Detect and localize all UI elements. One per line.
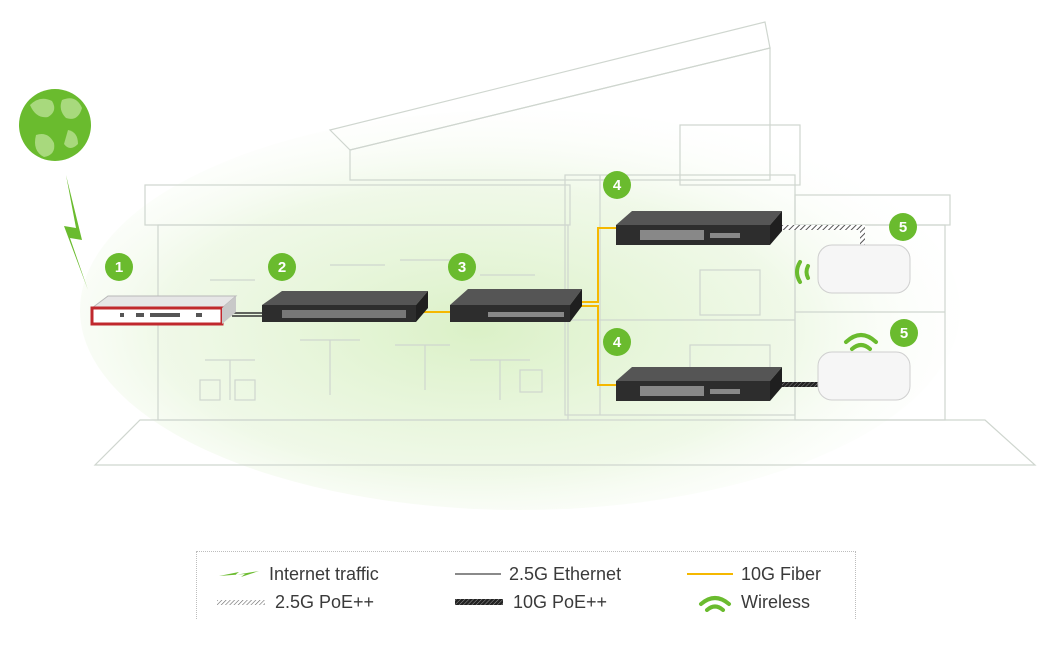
svg-text:3: 3 — [458, 259, 466, 276]
fiber-line-legend-icon — [687, 573, 733, 575]
ethernet-line-legend-icon — [455, 573, 501, 575]
svg-text:4: 4 — [613, 334, 622, 351]
svg-text:2: 2 — [278, 259, 286, 276]
access-point-top-device — [817, 244, 911, 294]
wireless-signal-bottom-icon — [844, 333, 878, 351]
legend: Internet traffic 2.5G Ethernet 10G Fiber… — [196, 551, 856, 619]
legend-wireless: Wireless — [697, 590, 810, 614]
access-switch-top-device — [616, 211, 782, 245]
legend-fiber-10g-label: 10G Fiber — [741, 563, 822, 584]
legend-wireless-label: Wireless — [741, 591, 811, 612]
legend-poe-25g-label: 2.5G PoE++ — [275, 591, 375, 612]
badge-access-switch-bottom: 4 — [603, 328, 631, 356]
wireless-legend-icon — [699, 596, 731, 612]
legend-poe-10g: 10G PoE++ — [455, 590, 607, 614]
aggregation-switch-device — [450, 289, 582, 322]
poe-10g-legend-icon — [455, 599, 503, 605]
badge-firewall: 1 — [105, 253, 133, 281]
legend-poe-10g-label: 10G PoE++ — [513, 591, 608, 612]
core-switch-device — [262, 291, 428, 322]
badge-core-switch: 2 — [268, 253, 296, 281]
legend-ethernet-25g-label: 2.5G Ethernet — [509, 563, 622, 584]
badge-access-point-top: 5 — [889, 213, 917, 241]
legend-fiber-10g: 10G Fiber — [687, 562, 821, 586]
badge-access-switch-top: 4 — [603, 171, 631, 199]
building-outline — [93, 21, 1037, 466]
legend-internet-traffic: Internet traffic — [217, 562, 379, 586]
legend-ethernet-25g: 2.5G Ethernet — [455, 562, 621, 586]
badge-access-point-bottom: 5 — [890, 319, 918, 347]
svg-text:1: 1 — [115, 259, 123, 276]
svg-text:5: 5 — [900, 325, 908, 342]
wireless-signal-top-icon — [795, 260, 810, 284]
internet-traffic-bolt — [64, 175, 88, 290]
internet-traffic-legend-icon — [219, 571, 259, 577]
svg-text:5: 5 — [899, 219, 907, 236]
legend-poe-25g: 2.5G PoE++ — [217, 590, 374, 614]
access-point-bottom-device — [817, 351, 911, 401]
poe-25g-legend-icon — [217, 600, 265, 605]
legend-internet-traffic-label: Internet traffic — [269, 563, 379, 584]
access-switch-bottom-device — [616, 367, 782, 401]
firewall-device — [90, 295, 238, 326]
cables — [232, 225, 865, 387]
svg-text:4: 4 — [613, 177, 622, 194]
globe-icon — [19, 89, 91, 161]
badge-aggregation-switch: 3 — [448, 253, 476, 281]
